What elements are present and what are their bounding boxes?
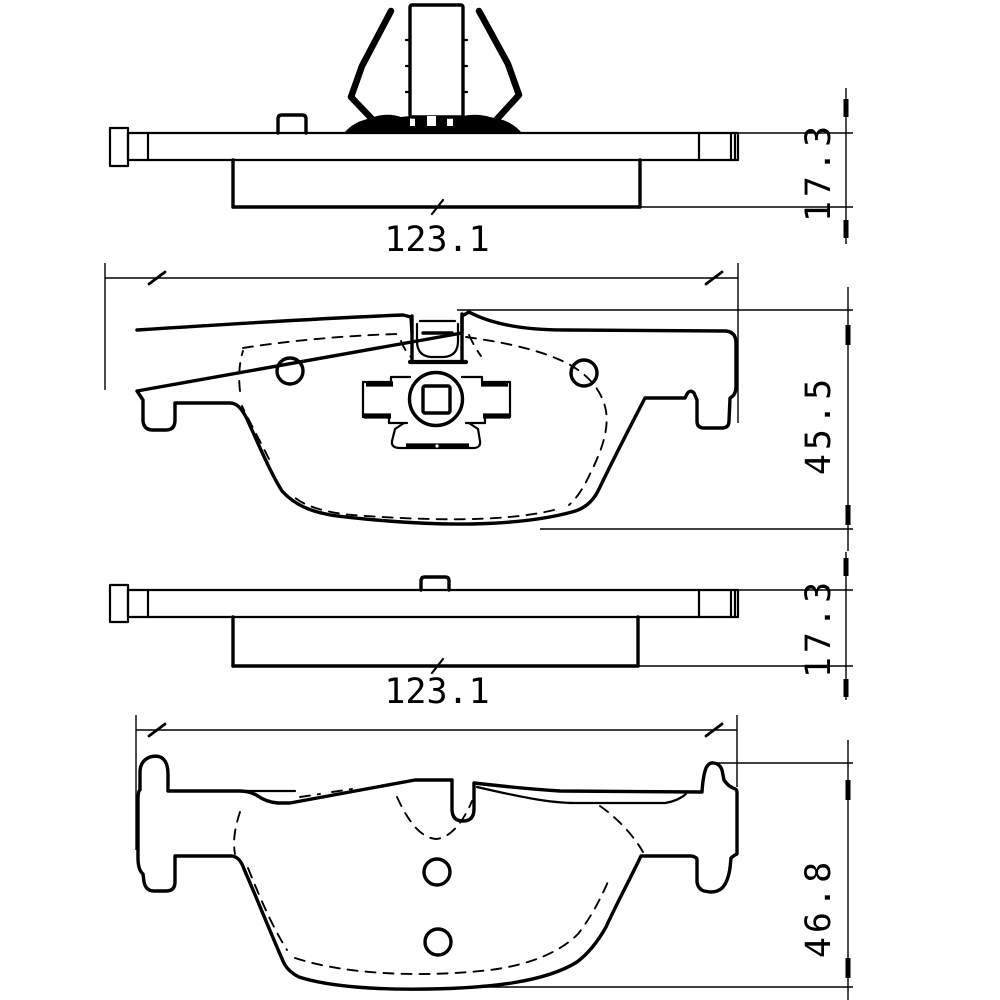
top-edge-dashes bbox=[299, 788, 353, 798]
dim-arrows bbox=[147, 270, 724, 286]
rivet-hole-lower bbox=[423, 927, 453, 957]
wear-sensor-side bbox=[345, 3, 523, 132]
sensor-right-arm bbox=[475, 7, 523, 123]
friction-hidden-line bbox=[238, 333, 608, 521]
sensor-left-wing bbox=[361, 375, 412, 425]
side-view-outer-pad: 17.3 bbox=[108, 3, 853, 244]
extension-lines bbox=[104, 263, 739, 423]
sensor-left-wing-heavy bbox=[364, 381, 393, 419]
center-slash bbox=[430, 198, 445, 216]
plate-left-cap bbox=[108, 126, 130, 168]
face-view-outer-pad: 123.1 45.5 bbox=[104, 220, 853, 551]
extension-lines bbox=[135, 715, 738, 850]
dimension-height-outer: 45.5 bbox=[457, 287, 853, 551]
inner-pad-outline bbox=[136, 754, 739, 991]
dim-arrows bbox=[147, 722, 724, 738]
friction-hidden-line bbox=[233, 796, 644, 975]
dimension-width-inner bbox=[135, 715, 738, 850]
dim-height-inner-label: 46.8 bbox=[799, 858, 839, 958]
wear-sensor-front bbox=[361, 312, 512, 450]
dimension-thickness-outer: 17.3 bbox=[430, 88, 853, 244]
sensor-left-arm bbox=[347, 7, 395, 123]
face-view-inner-pad: 46.8 bbox=[135, 715, 853, 1000]
dim-thickness-inner-label: 17.3 bbox=[799, 578, 839, 678]
plate-left-cap bbox=[108, 583, 130, 624]
sensor-clip-u bbox=[415, 322, 460, 359]
dim-height-outer-label: 45.5 bbox=[799, 375, 839, 475]
sensor-boss-circle bbox=[407, 370, 465, 428]
sensor-square-hole bbox=[421, 384, 452, 415]
rivet-hole-right bbox=[569, 358, 599, 388]
sensor-right-wing bbox=[460, 375, 512, 425]
sensor-notch-sides bbox=[410, 312, 464, 364]
side-view-inner-pad: 17.3 123.1 bbox=[108, 552, 853, 712]
dim-width-inner-label: 123.1 bbox=[384, 672, 489, 712]
friction-block-sides bbox=[231, 158, 642, 209]
plate-tab bbox=[419, 575, 451, 592]
dimension-thickness-inner: 17.3 bbox=[430, 552, 853, 700]
sensor-hidden-arcs bbox=[400, 334, 482, 358]
sensor-base-gap bbox=[427, 116, 436, 126]
sensor-right-wing-heavy bbox=[481, 381, 510, 419]
dimension-height-inner: 46.8 bbox=[470, 740, 853, 1000]
extension-lines bbox=[470, 740, 853, 1000]
dimension-width-outer: 123.1 bbox=[104, 220, 739, 423]
center-slash bbox=[430, 657, 445, 675]
extension-lines bbox=[638, 552, 853, 700]
rivet-hole-left bbox=[275, 356, 305, 386]
outer-pad-outline bbox=[135, 310, 738, 526]
friction-block-sides bbox=[231, 615, 640, 668]
backing-plate bbox=[126, 131, 740, 162]
plate-tab bbox=[276, 113, 308, 135]
sensor-tab-dot bbox=[435, 444, 439, 448]
rivet-hole-upper bbox=[422, 857, 452, 887]
plate-dividers bbox=[146, 588, 737, 619]
sensor-body bbox=[408, 3, 465, 119]
sensor-body-nubs bbox=[404, 38, 469, 94]
top-edge-near-line bbox=[475, 785, 688, 805]
dim-width-outer-label: 123.1 bbox=[384, 220, 489, 260]
backing-plate bbox=[126, 588, 740, 619]
dim-thickness-outer-label: 17.3 bbox=[799, 122, 839, 222]
plate-dividers bbox=[146, 131, 737, 162]
